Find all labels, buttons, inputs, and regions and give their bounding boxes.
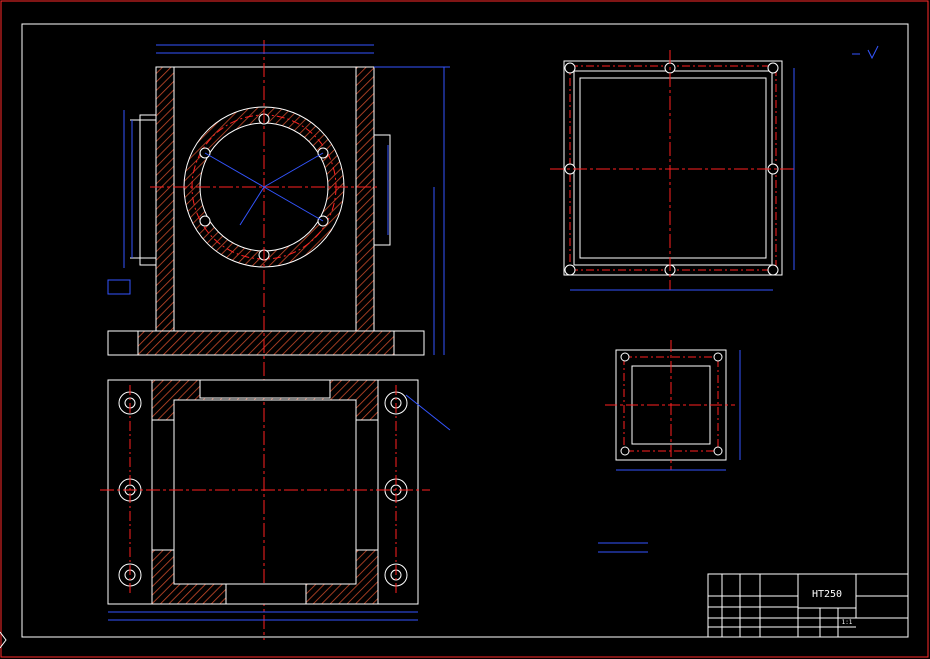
cover-view xyxy=(605,340,741,471)
material-label: HT250 xyxy=(812,589,842,600)
top-view xyxy=(100,379,451,621)
side-view xyxy=(550,50,795,291)
surface-roughness-icon xyxy=(852,45,879,60)
cursor-arrow-icon xyxy=(0,631,7,649)
title-block: HT250 1:1 xyxy=(707,573,909,638)
scale-label: 1:1 xyxy=(842,619,853,626)
front-view xyxy=(107,40,450,640)
technical-notes xyxy=(598,542,648,553)
